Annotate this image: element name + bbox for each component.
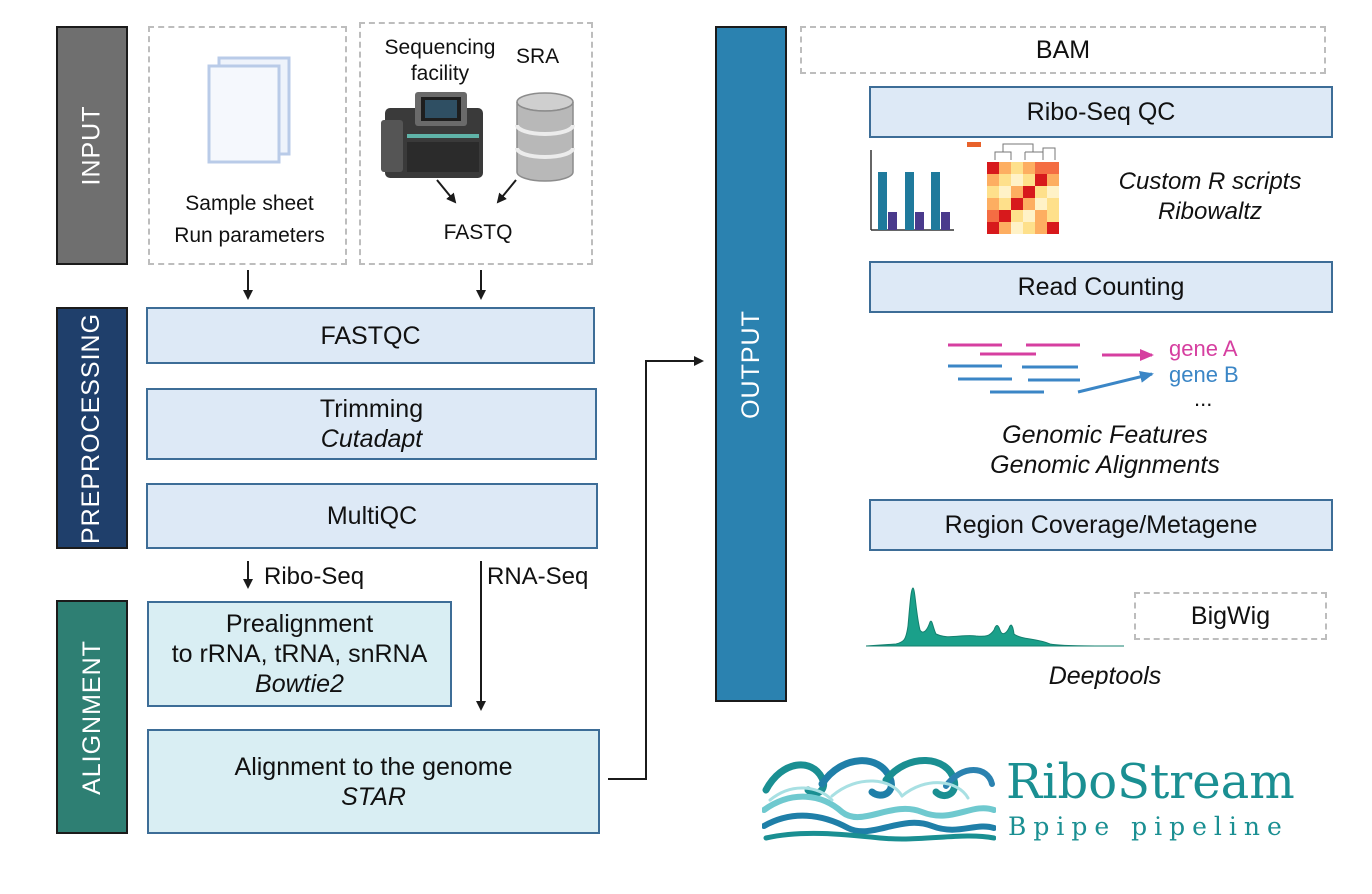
genome-alignment-label: Alignment to the genome [234,752,513,781]
arrow-machine-to-fastq [436,179,457,204]
bigwig-output-panel: BigWig [1134,592,1327,640]
trimming-step: Trimming Cutadapt [146,388,597,460]
alignment-section-label: ALIGNMENT [77,639,106,795]
ribo-seq-branch-label: Ribo-Seq [264,563,365,590]
heatmap-icon [967,142,1059,234]
read-mapping-icon [948,343,1154,394]
run-parameters-label: Run parameters [174,224,325,247]
sample-sheet-panel: Sample sheet Run parameters [148,26,347,265]
logo-title: RiboStream [1006,754,1295,810]
multiqc-label: MultiQC [326,502,418,530]
prealignment-label: Prealignment [225,610,374,638]
bar-chart-icon [870,150,954,231]
deeptools-label: Deeptools [1048,662,1162,690]
preprocessing-section-bar: PREPROCESSING [56,307,128,549]
sequencing-facility-label: Sequencing facility [384,36,496,85]
genomic-features-label: Genomic Features [1002,421,1208,449]
fastq-label: FASTQ [443,221,513,244]
rna-seq-branch-label: RNA-Seq [487,563,589,590]
ribowaltz-label: Ribowaltz [1157,198,1263,225]
document-icon [207,56,291,164]
alignment-section-bar: ALIGNMENT [56,600,128,834]
read-counting-label: Read Counting [1017,273,1185,301]
multiqc-step: MultiQC [146,483,598,549]
fastqc-step: FASTQC [146,307,595,364]
arrow-sra-to-fastq [496,179,517,204]
coverage-track-icon [866,587,1124,647]
input-section-label: INPUT [77,105,106,186]
star-label: STAR [341,782,406,811]
fastqc-label: FASTQC [320,321,421,350]
bam-label: BAM [1035,35,1091,64]
sample-sheet-label: Sample sheet [185,192,314,215]
input-section-bar: INPUT [56,26,128,265]
trimming-label: Trimming [319,395,424,423]
gene-b-label: gene B [1169,362,1239,387]
sequencer-icon [381,92,483,178]
riboseq-qc-step: Ribo-Seq QC [869,86,1333,138]
genomic-alignments-label: Genomic Alignments [990,451,1220,479]
gene-a-label: gene A [1169,336,1238,361]
prealignment-targets-label: to rRNA, tRNA, snRNA [171,640,428,668]
preprocessing-section-label: PREPROCESSING [77,312,106,544]
bam-output-panel: BAM [800,26,1326,74]
bowtie2-label: Bowtie2 [255,670,344,698]
waves-logo-icon [762,750,996,842]
logo-subtitle: Bpipe pipeline [1008,812,1289,841]
riboseq-qc-label: Ribo-Seq QC [1026,98,1176,126]
sra-label: SRA [516,45,560,68]
bigwig-label: BigWig [1190,601,1271,630]
database-icon [515,92,575,182]
genome-alignment-step: Alignment to the genome STAR [147,729,600,834]
custom-r-scripts-label: Custom R scripts [1118,168,1302,195]
prealignment-step: Prealignment to rRNA, tRNA, snRNA Bowtie… [147,601,452,707]
arrow-alignment-to-output [608,356,704,780]
region-coverage-label: Region Coverage/Metagene [944,511,1258,539]
read-counting-step: Read Counting [869,261,1333,313]
output-section-label: OUTPUT [736,309,765,419]
output-section-bar: OUTPUT [715,26,787,702]
sequencing-source-panel: Sequencing facility SRA FASTQ [359,22,593,265]
gene-ellipsis-label: ... [1194,386,1213,411]
cutadapt-label: Cutadapt [320,425,423,453]
region-coverage-step: Region Coverage/Metagene [869,499,1333,551]
